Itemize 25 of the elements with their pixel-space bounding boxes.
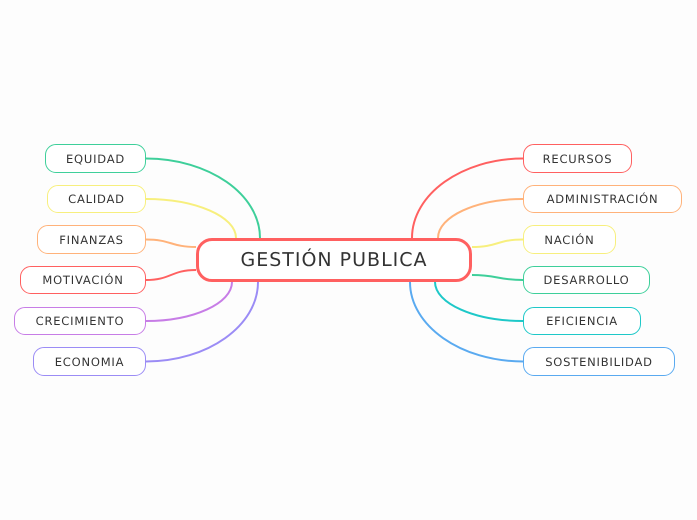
branch-topic: FINANZAS — [37, 225, 146, 254]
connector-curve — [411, 158, 524, 238]
branch-topic: CALIDAD — [47, 185, 146, 213]
central-topic: GESTIÓN PUBLICA — [196, 238, 472, 282]
branch-topic: NACIÓN — [523, 225, 616, 254]
connector-curve — [146, 282, 233, 322]
branch-topic: ECONOMIA — [33, 347, 146, 376]
connector-curve — [146, 198, 237, 238]
branch-topic: EFICIENCIA — [523, 307, 641, 335]
connector-curve — [146, 158, 261, 238]
connector-curve — [434, 282, 524, 322]
branch-topic: EQUIDAD — [45, 144, 146, 173]
branch-topic: CRECIMIENTO — [14, 307, 146, 335]
connector-curve — [146, 269, 196, 281]
branch-topic: ADMINISTRACIÓN — [523, 185, 682, 213]
branch-topic: SOSTENIBILIDAD — [523, 347, 675, 376]
connector-curve — [437, 198, 524, 238]
connector-curve — [146, 238, 196, 248]
branch-topic: MOTIVACIÓN — [20, 266, 146, 294]
connector-curve — [146, 282, 259, 362]
branch-topic: DESARROLLO — [523, 266, 650, 294]
connector-curve — [472, 238, 524, 248]
connector-curve — [409, 282, 524, 362]
branch-topic: RECURSOS — [523, 144, 632, 173]
connector-curve — [472, 274, 524, 281]
